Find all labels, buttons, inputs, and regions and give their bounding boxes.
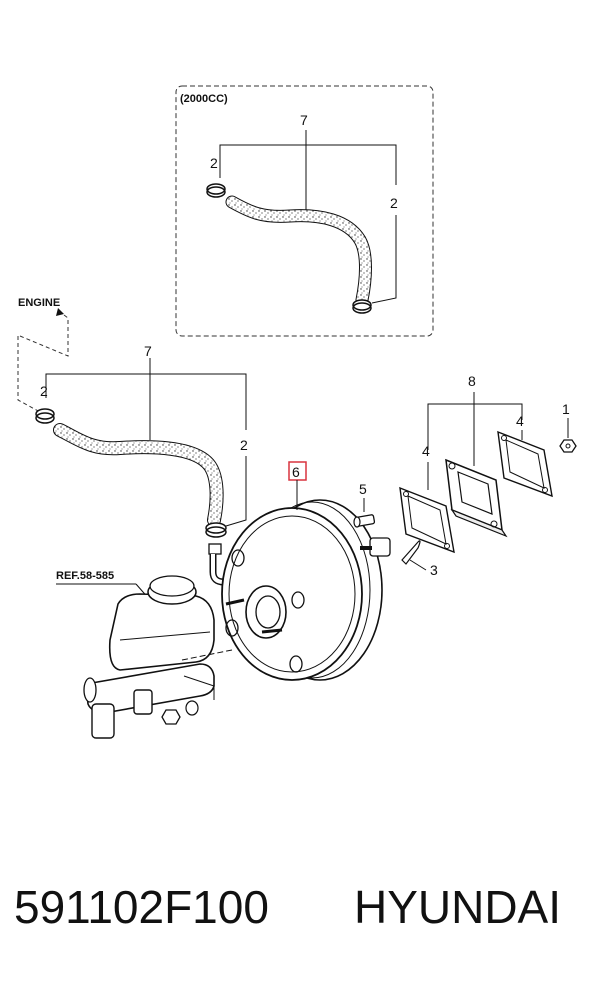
callout-main-clamp-left: 2 bbox=[40, 383, 48, 399]
inset-clamp-right bbox=[352, 299, 372, 314]
master-cylinder: REF.58-585 bbox=[56, 570, 233, 739]
callout-pin: 5 bbox=[359, 481, 367, 497]
callout-inset-clamp-left: 2 bbox=[210, 155, 218, 171]
inset-clamp-left bbox=[206, 183, 226, 198]
spacer bbox=[445, 458, 508, 538]
main-clamp-right bbox=[205, 522, 227, 538]
main-hose-fill bbox=[54, 424, 223, 526]
engine-label: ENGINE bbox=[18, 297, 60, 309]
inset-border bbox=[175, 85, 434, 337]
inset-2000cc: (2000CC) 7 2 2 bbox=[175, 85, 434, 337]
footer: 591102F100 HYUNDAI bbox=[0, 870, 600, 950]
gasket-left bbox=[399, 486, 455, 554]
main-hose-assembly: 7 2 2 bbox=[35, 343, 248, 538]
part-number: 591102F100 bbox=[14, 881, 269, 933]
callout-main-clamp-right: 2 bbox=[240, 437, 248, 453]
callout-inset-hose: 7 bbox=[300, 112, 308, 128]
brake-booster bbox=[221, 499, 391, 681]
callout-main-hose: 7 bbox=[144, 343, 152, 359]
main-clamp-left bbox=[35, 408, 55, 424]
callout-clip: 3 bbox=[430, 562, 438, 578]
callout-gasket-left: 4 bbox=[422, 443, 430, 459]
ref-label: REF.58-585 bbox=[56, 570, 114, 582]
gasket-right bbox=[497, 430, 553, 498]
callout-nut: 1 bbox=[562, 401, 570, 417]
inset-hose-fill bbox=[226, 196, 371, 306]
callout-booster: 6 bbox=[292, 464, 300, 480]
callout-gasket-right: 4 bbox=[516, 413, 524, 429]
nut bbox=[559, 439, 577, 453]
snap-clip: 3 bbox=[401, 540, 438, 578]
brand-name: HYUNDAI bbox=[354, 881, 562, 933]
callout-spacer: 8 bbox=[468, 373, 476, 389]
engine-reference: ENGINE bbox=[17, 297, 69, 413]
booster-callout: 6 bbox=[288, 461, 307, 510]
inset-label: (2000CC) bbox=[180, 93, 228, 105]
callout-inset-clamp-right: 2 bbox=[390, 195, 398, 211]
clevis-pin: 5 bbox=[353, 481, 376, 528]
